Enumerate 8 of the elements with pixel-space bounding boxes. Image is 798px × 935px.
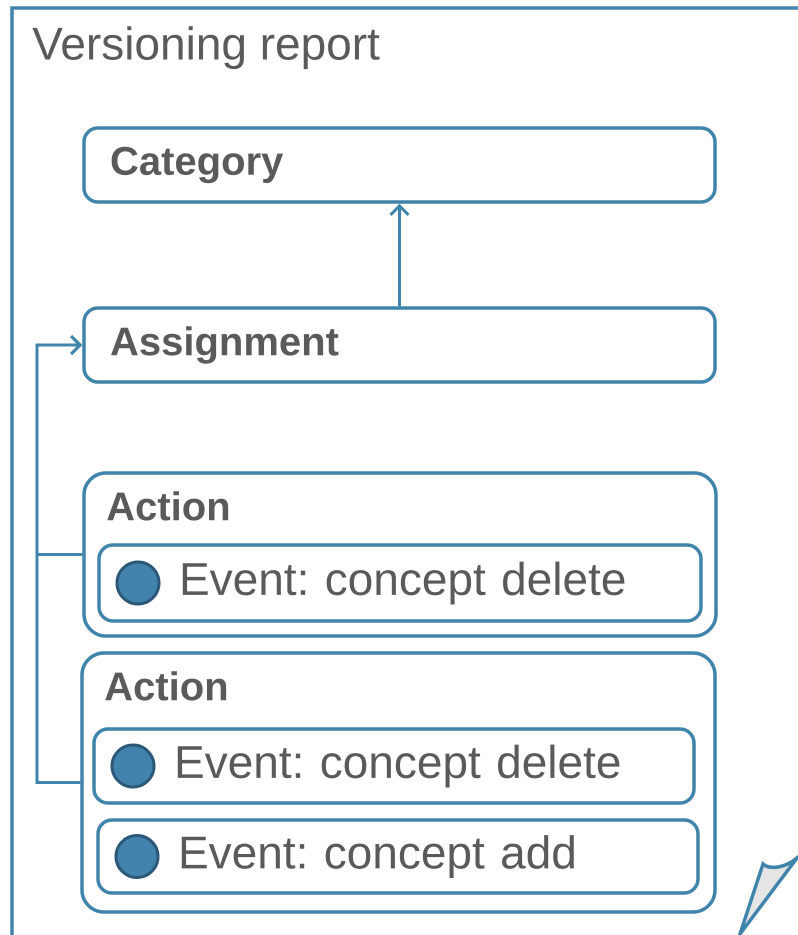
class-box: Category [82, 126, 717, 204]
node-label: Versioning report [32, 26, 380, 70]
class-box: Assignment [82, 306, 717, 384]
event-box: Event: concept delete [92, 727, 696, 805]
event-box: Event: concept delete [97, 543, 703, 623]
arrow [36, 334, 82, 784]
event-box: Event: concept add [96, 818, 700, 895]
arrow [389, 204, 410, 306]
